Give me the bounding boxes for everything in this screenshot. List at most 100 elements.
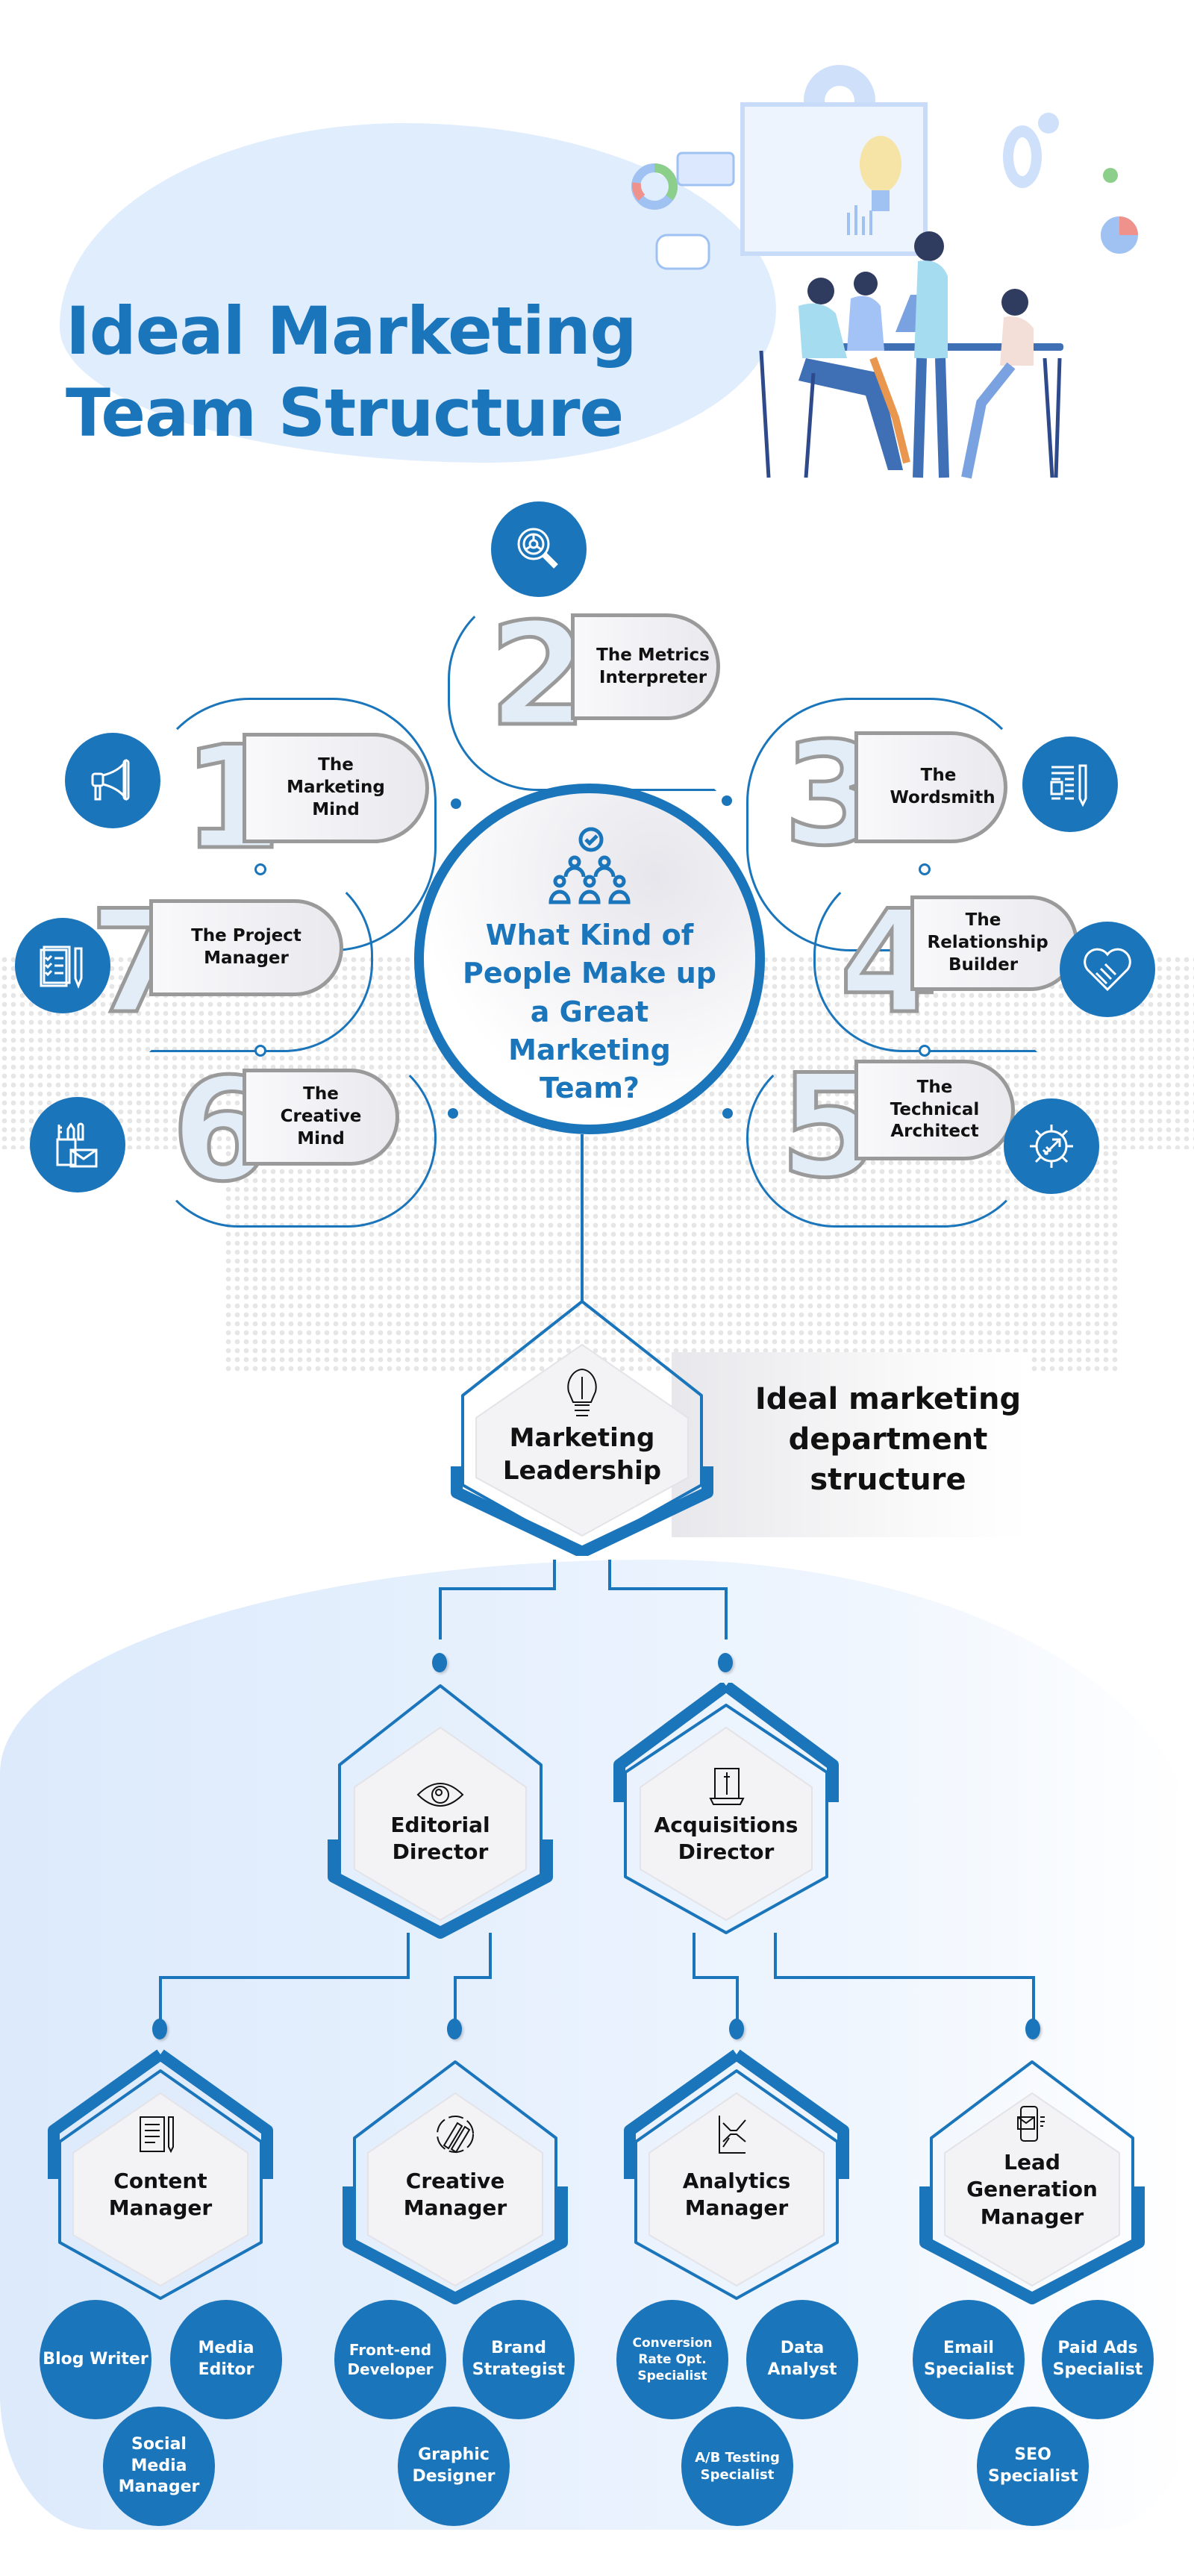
- role-media-editor[interactable]: Media Editor: [170, 2300, 282, 2419]
- type-label: The Creative Mind: [280, 1084, 362, 1148]
- section-title-box: [672, 1352, 1030, 1537]
- type-card-3[interactable]: The Wordsmith: [854, 731, 1007, 843]
- role-brand-strategist[interactable]: Brand Strategist: [463, 2300, 575, 2419]
- role-label: Paid Ads Specialist: [1052, 2339, 1143, 2379]
- connector-line: [774, 1976, 1035, 1979]
- role-label: Email Specialist: [924, 2339, 1014, 2379]
- connector-ring: [254, 1045, 266, 1057]
- type-label: The Technical Architect: [890, 1077, 980, 1142]
- notepad-pencil-icon: [140, 2116, 174, 2154]
- person-sitting-right: [961, 289, 1062, 479]
- acquisitions-director-label: Acquisitions Director: [654, 1813, 798, 1865]
- bar-chart-icon: [847, 205, 872, 235]
- leadership-hexagon[interactable]: [448, 1298, 716, 1556]
- check-icon: [1103, 168, 1118, 183]
- role-data-analyst[interactable]: Data Analyst: [746, 2300, 858, 2419]
- connector-line: [454, 1976, 457, 2021]
- type-card-1[interactable]: The Marketing Mind: [243, 733, 429, 843]
- relationship-icon-circle[interactable]: [1060, 922, 1155, 1017]
- connector-line: [159, 1976, 162, 2021]
- connector-line: [693, 1976, 739, 1979]
- analytics-manager-hexagon[interactable]: [621, 2048, 852, 2306]
- connector-line: [736, 1976, 739, 2021]
- handshake-heart-icon: [1084, 948, 1131, 992]
- team-approval-icon: [548, 827, 631, 904]
- project-icon-circle[interactable]: [15, 918, 110, 1013]
- person-sitting-middle: [847, 272, 910, 464]
- analytics-manager-label: Analytics Manager: [682, 2169, 791, 2221]
- page-title-line-2: Team Structure: [66, 375, 624, 451]
- connector-line: [608, 1560, 611, 1589]
- leadership-label: Marketing Leadership: [502, 1423, 662, 1486]
- role-label: Media Editor: [198, 2339, 254, 2379]
- connector-line: [608, 1587, 728, 1590]
- role-social-media-manager[interactable]: Social Media Manager: [103, 2407, 215, 2526]
- hub-circle: What Kind of People Make up a Great Mark…: [414, 784, 765, 1134]
- creative-manager-label: Creative Manager: [403, 2169, 507, 2221]
- gear-arrow-icon: [1030, 1125, 1073, 1168]
- chat-window-icon: [676, 151, 735, 187]
- role-label: Brand Strategist: [472, 2339, 566, 2379]
- connector-line: [725, 1587, 728, 1639]
- role-cro-specialist[interactable]: Conversion Rate Opt. Specialist: [616, 2300, 728, 2419]
- connector-line: [489, 1933, 492, 1978]
- role-paid-ads-specialist[interactable]: Paid Ads Specialist: [1042, 2300, 1154, 2419]
- megaphone-icon: [91, 758, 130, 801]
- type-label: The Wordsmith: [890, 766, 995, 807]
- mobile-mail-icon: [1017, 2106, 1045, 2142]
- connector-outline-5: [746, 1048, 1034, 1228]
- role-label: Blog Writer: [43, 2349, 149, 2369]
- marketing-icon-circle[interactable]: [65, 733, 160, 828]
- pie-chart-icon: [1101, 216, 1138, 254]
- lightbulb-icon: [860, 136, 901, 211]
- connector-ring: [919, 1045, 931, 1057]
- type-label: The Relationship Builder: [927, 910, 1048, 975]
- editorial-director-hexagon[interactable]: [325, 1683, 556, 1940]
- role-seo-specialist[interactable]: SEO Specialist: [977, 2407, 1089, 2526]
- connector-dot: [448, 1108, 458, 1119]
- type-card-2[interactable]: The Metrics Interpreter: [571, 613, 720, 720]
- connector-line: [693, 1933, 696, 1978]
- connector-line: [774, 1933, 777, 1978]
- type-label: The Metrics Interpreter: [596, 645, 710, 687]
- role-email-specialist[interactable]: Email Specialist: [913, 2300, 1025, 2419]
- type-label: The Marketing Mind: [287, 755, 385, 819]
- role-front-end-developer[interactable]: Front-end Developer: [334, 2300, 446, 2419]
- connector-dot: [451, 798, 461, 809]
- role-label: Data Analyst: [767, 2339, 837, 2379]
- connector-dot: [722, 1108, 733, 1119]
- content-manager-label: Content Manager: [108, 2169, 213, 2221]
- connector-line: [581, 1134, 584, 1302]
- type-card-5[interactable]: The Technical Architect: [854, 1060, 1015, 1160]
- document-pencil-icon: [1050, 764, 1087, 807]
- role-ab-testing-specialist[interactable]: A/B Testing Specialist: [681, 2407, 793, 2526]
- magnifier-chart-icon: [517, 528, 558, 569]
- person-sitting-left: [759, 278, 903, 478]
- metrics-icon-circle[interactable]: [491, 501, 587, 597]
- wordsmith-icon-circle[interactable]: [1022, 737, 1118, 832]
- connector-ring: [254, 863, 266, 875]
- checklist-pen-icon: [40, 945, 83, 990]
- creative-icon-circle[interactable]: [30, 1097, 125, 1192]
- stationery-icon: [56, 1122, 98, 1168]
- technical-icon-circle[interactable]: [1004, 1098, 1099, 1194]
- connector-dot: [722, 795, 732, 806]
- lead-generation-manager-hexagon[interactable]: [916, 2048, 1148, 2306]
- connector-line: [439, 1587, 442, 1639]
- type-card-4[interactable]: The Relationship Builder: [910, 895, 1078, 991]
- editorial-director-label: Editorial Director: [390, 1813, 490, 1865]
- connector-line: [553, 1560, 556, 1589]
- type-card-6[interactable]: The Creative Mind: [243, 1069, 399, 1166]
- role-label: Graphic Designer: [412, 2445, 496, 2486]
- acquisitions-director-hexagon[interactable]: [610, 1683, 842, 1940]
- type-card-7[interactable]: The Project Manager: [149, 899, 343, 996]
- role-graphic-designer[interactable]: Graphic Designer: [398, 2407, 510, 2526]
- creative-manager-hexagon[interactable]: [340, 2048, 571, 2306]
- connector-line: [439, 1587, 556, 1590]
- connector-outline-6: [149, 1048, 437, 1228]
- eye-icon: [416, 1783, 464, 1807]
- chat-bubble-icon: [655, 234, 710, 270]
- role-blog-writer[interactable]: Blog Writer: [40, 2300, 151, 2419]
- content-manager-hexagon[interactable]: [45, 2048, 276, 2306]
- role-label: Conversion Rate Opt. Specialist: [632, 2335, 713, 2384]
